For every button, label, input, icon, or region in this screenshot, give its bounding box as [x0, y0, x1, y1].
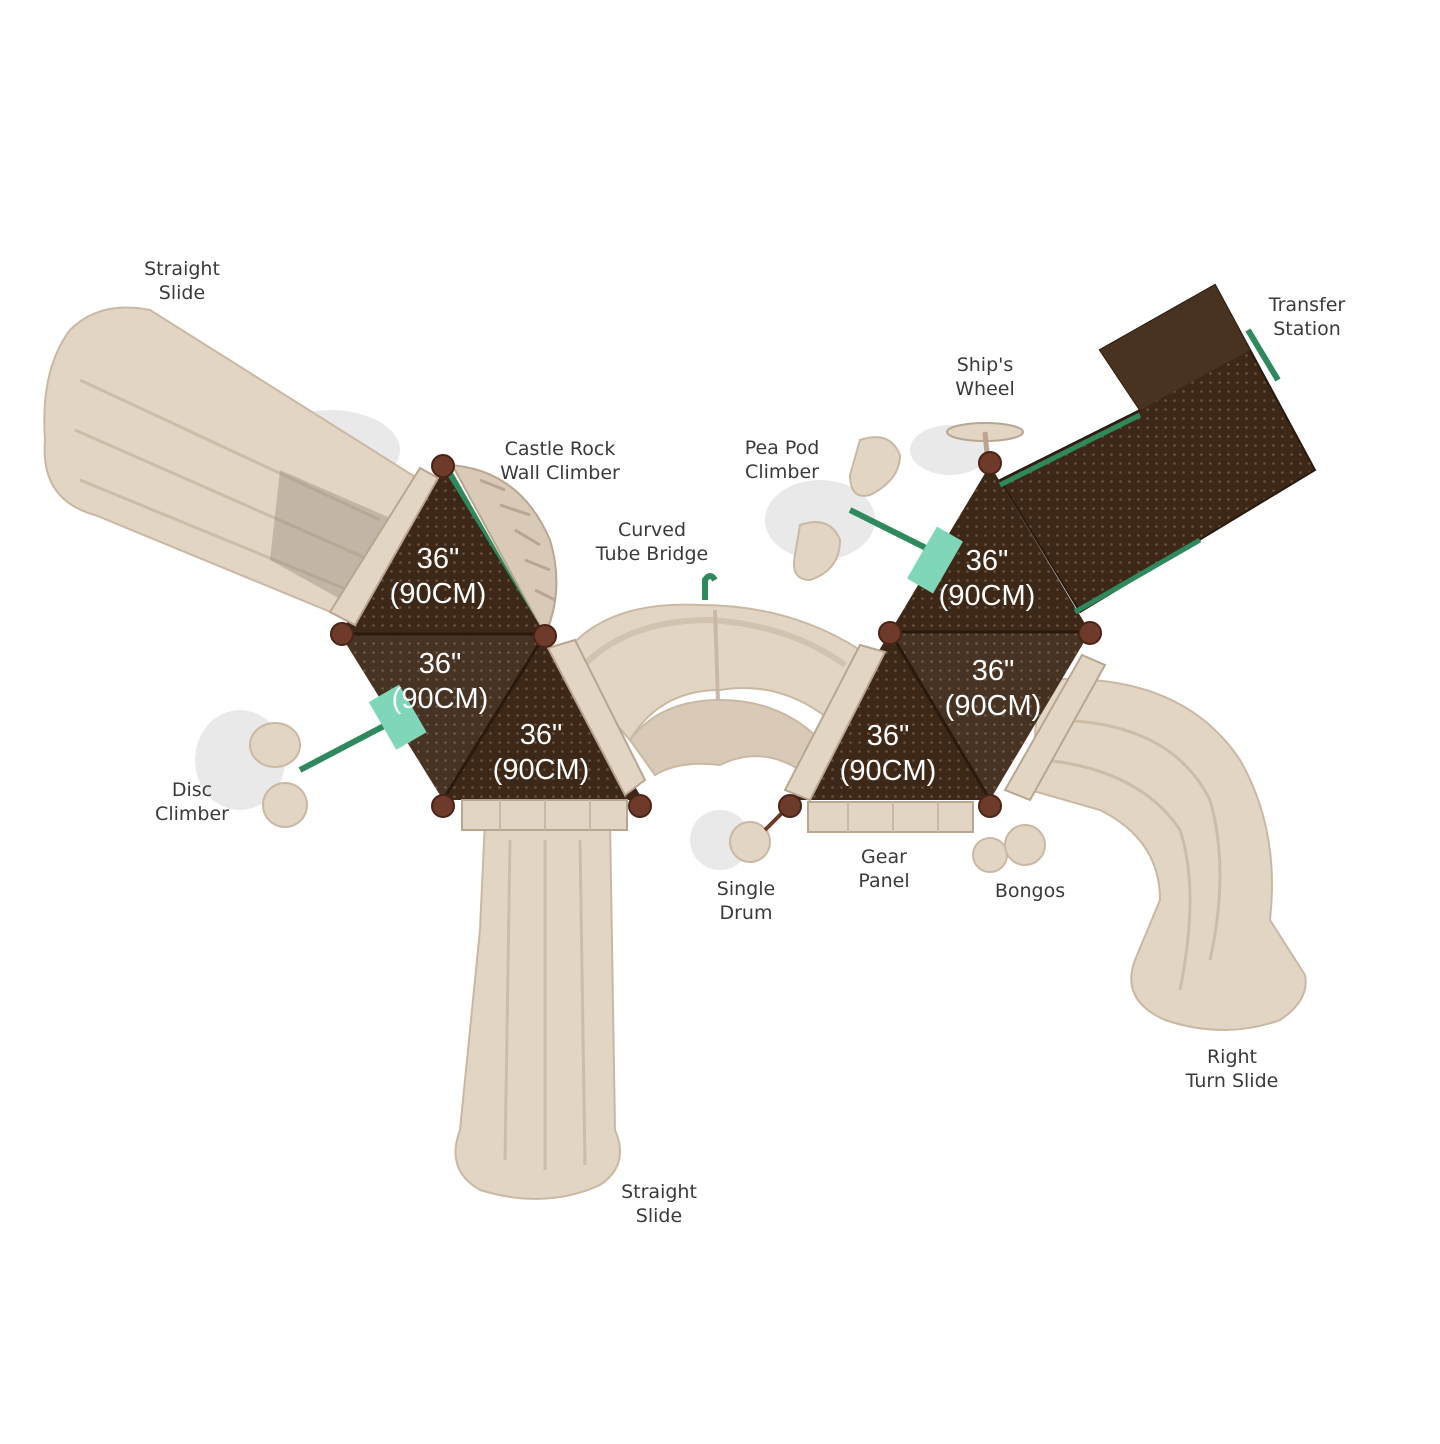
deck-metric-2: (90CM): [392, 683, 489, 715]
panel-slats: [499, 800, 939, 832]
deck-height-2: 36": [419, 648, 462, 680]
deck-metric-1: (90CM): [390, 578, 487, 610]
deck-metric-4: (90CM): [939, 580, 1036, 612]
bongos: [972, 824, 1046, 873]
label-bongos: Bongos: [994, 880, 1066, 902]
straight-slide-bottom: [454, 819, 621, 1200]
ships-wheel: [946, 422, 1024, 466]
left-deck-cluster: [340, 468, 643, 801]
deck-height-3: 36": [520, 719, 563, 751]
deck-metric-6: (90CM): [840, 755, 937, 787]
pea-pod-climber: [793, 436, 963, 594]
posts: [330, 451, 1102, 818]
deck-labels: 36" (90CM) 36" (90CM) 36" (90CM) 36" (90…: [390, 543, 1042, 787]
deck-height-5: 36": [972, 655, 1015, 687]
disc-climber: [249, 684, 427, 828]
right-turn-slide: [1028, 678, 1307, 1031]
deck-metric-3: (90CM): [493, 754, 590, 786]
right-deck-cluster: [790, 465, 1090, 801]
single-drum: [729, 808, 787, 863]
deck-height-6: 36": [867, 720, 910, 752]
deck-metric-5: (90CM): [945, 690, 1042, 722]
deck-height-4: 36": [966, 545, 1009, 577]
deck-height-1: 36": [417, 543, 460, 575]
transfer-station: [998, 283, 1317, 615]
side-panels: [328, 466, 1107, 833]
